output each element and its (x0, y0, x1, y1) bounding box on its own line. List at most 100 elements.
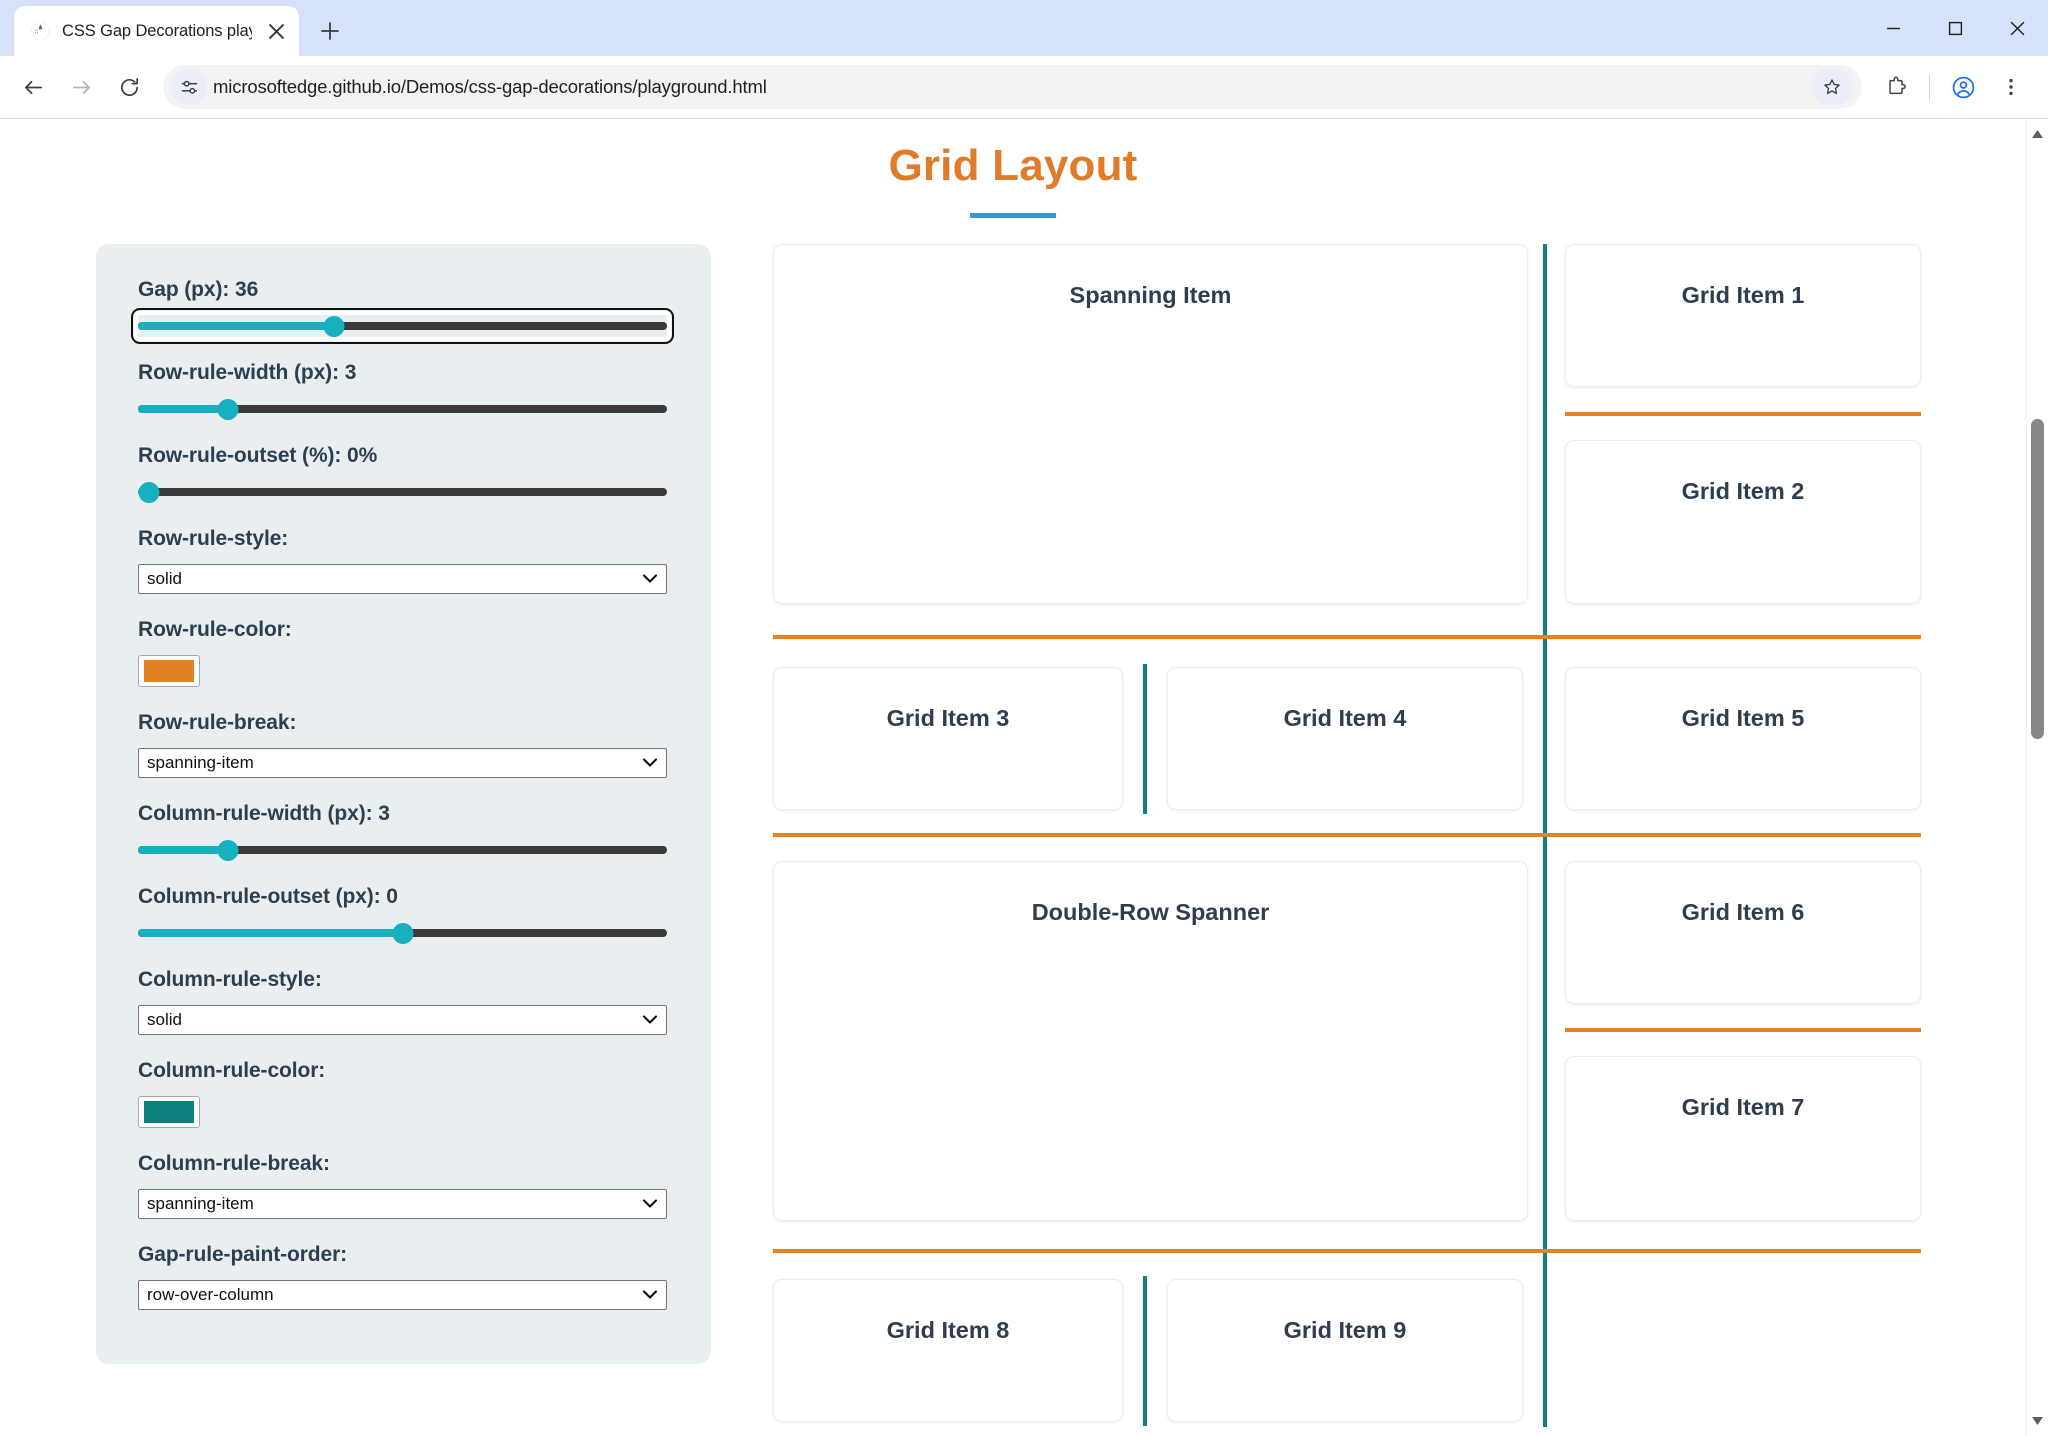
window-close-icon[interactable] (1986, 0, 2048, 56)
slider-fill (138, 322, 334, 330)
slider-thumb[interactable] (217, 399, 239, 420)
grid-card-label: Double-Row Spanner (1031, 899, 1270, 925)
toolbar-divider (1929, 74, 1930, 100)
column-rule (1143, 1276, 1147, 1426)
title-bar: CSS Gap Decorations playgroun (0, 0, 2048, 56)
extensions-puzzle-icon[interactable] (1873, 64, 1919, 110)
chevron-down-icon (643, 574, 657, 583)
select-dropdown[interactable]: row-over-column (138, 1280, 667, 1310)
range-slider[interactable] (131, 308, 674, 344)
row-rule (773, 635, 1921, 639)
vertical-scrollbar[interactable] (2026, 119, 2048, 1436)
range-slider[interactable] (138, 481, 667, 503)
grid-card-label: Grid Item 5 (1681, 705, 1805, 731)
control-label: Column-rule-style: (138, 968, 322, 991)
control-group: Column-rule-color: (138, 1059, 667, 1128)
control-group: Row-rule-break:spanning-item (138, 711, 667, 778)
chevron-down-icon (643, 758, 657, 767)
select-dropdown[interactable]: solid (138, 564, 667, 594)
grid-card-label: Grid Item 8 (886, 1317, 1010, 1343)
slider-thumb[interactable] (392, 923, 413, 944)
select-dropdown[interactable]: spanning-item (138, 1189, 667, 1219)
row-rule (773, 833, 1921, 837)
site-settings-icon[interactable] (171, 69, 207, 105)
control-group: Row-rule-color: (138, 618, 667, 687)
row-rule (1565, 412, 1921, 416)
page-title: Grid Layout (888, 141, 1138, 190)
grid-card-label: Grid Item 1 (1681, 282, 1805, 308)
grid-card: Grid Item 1 (1565, 244, 1921, 387)
color-picker-swatch[interactable] (138, 655, 200, 687)
grid-demo: Spanning Item Grid Item 1 Grid Item 2 Grid … (773, 244, 1978, 1427)
scroll-down-arrow[interactable] (2027, 1410, 2048, 1432)
control-label: Column-rule-width (px): 3 (138, 802, 390, 825)
slider-thumb[interactable] (323, 316, 345, 337)
column-rule (1143, 664, 1147, 814)
control-label: Column-rule-break: (138, 1152, 330, 1175)
url-text: microsoftedge.github.io/Demos/css-gap-de… (213, 76, 767, 97)
minimize-icon[interactable] (1862, 0, 1924, 56)
control-group: Gap (px): 36 (131, 278, 674, 344)
address-bar[interactable]: microsoftedge.github.io/Demos/css-gap-de… (163, 65, 1862, 109)
tab-title: CSS Gap Decorations playgroun (62, 21, 252, 40)
grid-card: Grid Item 8 (773, 1279, 1123, 1422)
select-dropdown[interactable]: solid (138, 1005, 667, 1035)
control-group: Gap-rule-paint-order: row-over-column (138, 1243, 667, 1310)
close-icon[interactable] (263, 18, 289, 44)
control-group: Row-rule-style:solid (138, 527, 667, 594)
row-rule (1565, 1028, 1921, 1032)
chevron-down-icon (643, 1199, 657, 1208)
grid-card-label: Grid Item 6 (1681, 899, 1805, 925)
control-group: Column-rule-width (px): 3 (138, 802, 667, 861)
swatch-fill (144, 660, 194, 682)
scrollbar-thumb[interactable] (2031, 419, 2044, 739)
slider-track[interactable] (138, 405, 667, 413)
select-value: spanning-item (147, 1194, 254, 1213)
range-slider[interactable] (138, 922, 667, 944)
back-arrow-icon[interactable] (10, 64, 56, 110)
grid-card: Grid Item 2 (1565, 440, 1921, 604)
grid-card: Spanning Item (773, 244, 1528, 604)
profile-avatar-icon[interactable] (1940, 64, 1986, 110)
grid-card-label: Grid Item 7 (1681, 1094, 1805, 1120)
more-vertical-icon[interactable] (1988, 64, 2034, 110)
new-tab-button[interactable] (308, 9, 352, 53)
control-group: Column-rule-outset (px): 0 (138, 885, 667, 944)
slider-fill (138, 929, 403, 937)
slider-track[interactable] (138, 322, 667, 330)
slider-thumb[interactable] (217, 840, 239, 861)
maximize-icon[interactable] (1924, 0, 1986, 56)
scroll-up-arrow[interactable] (2027, 123, 2048, 145)
slider-fill (138, 846, 228, 854)
chevron-down-icon (643, 1015, 657, 1024)
select-value: spanning-item (147, 753, 254, 772)
row-rule (773, 1249, 1921, 1253)
slider-track[interactable] (138, 846, 667, 854)
slider-fill (138, 405, 228, 413)
select-value: row-over-column (147, 1285, 274, 1304)
color-picker-swatch[interactable] (138, 1096, 200, 1128)
control-group: Row-rule-width (px): 3 (138, 361, 667, 420)
globe-icon (30, 21, 51, 42)
reload-icon[interactable] (106, 64, 152, 110)
select-value: solid (147, 1010, 182, 1029)
slider-thumb[interactable] (138, 482, 160, 503)
control-label: Row-rule-width (px): 3 (138, 361, 357, 384)
chevron-down-icon (643, 1290, 657, 1299)
window-controls (1862, 0, 2048, 56)
forward-arrow-icon[interactable] (58, 64, 104, 110)
controls-panel: Gap (px): 36 Row-rule-width (px): 3 Row-ru… (96, 244, 711, 1364)
grid-card: Grid Item 4 (1167, 667, 1523, 810)
star-icon[interactable] (1812, 67, 1852, 107)
control-label: Gap-rule-paint-order: (138, 1243, 348, 1266)
grid-card-label: Spanning Item (1069, 282, 1232, 308)
range-slider[interactable] (138, 398, 667, 420)
title-underline (970, 213, 1056, 218)
slider-track[interactable] (138, 488, 667, 496)
select-dropdown[interactable]: spanning-item (138, 748, 667, 778)
control-group: Column-rule-style: solid (138, 968, 667, 1035)
range-slider[interactable] (138, 839, 667, 861)
browser-tab[interactable]: CSS Gap Decorations playgroun (14, 6, 299, 56)
column-rule (1543, 635, 1547, 1249)
grid-card-label: Grid Item 2 (1681, 478, 1805, 504)
